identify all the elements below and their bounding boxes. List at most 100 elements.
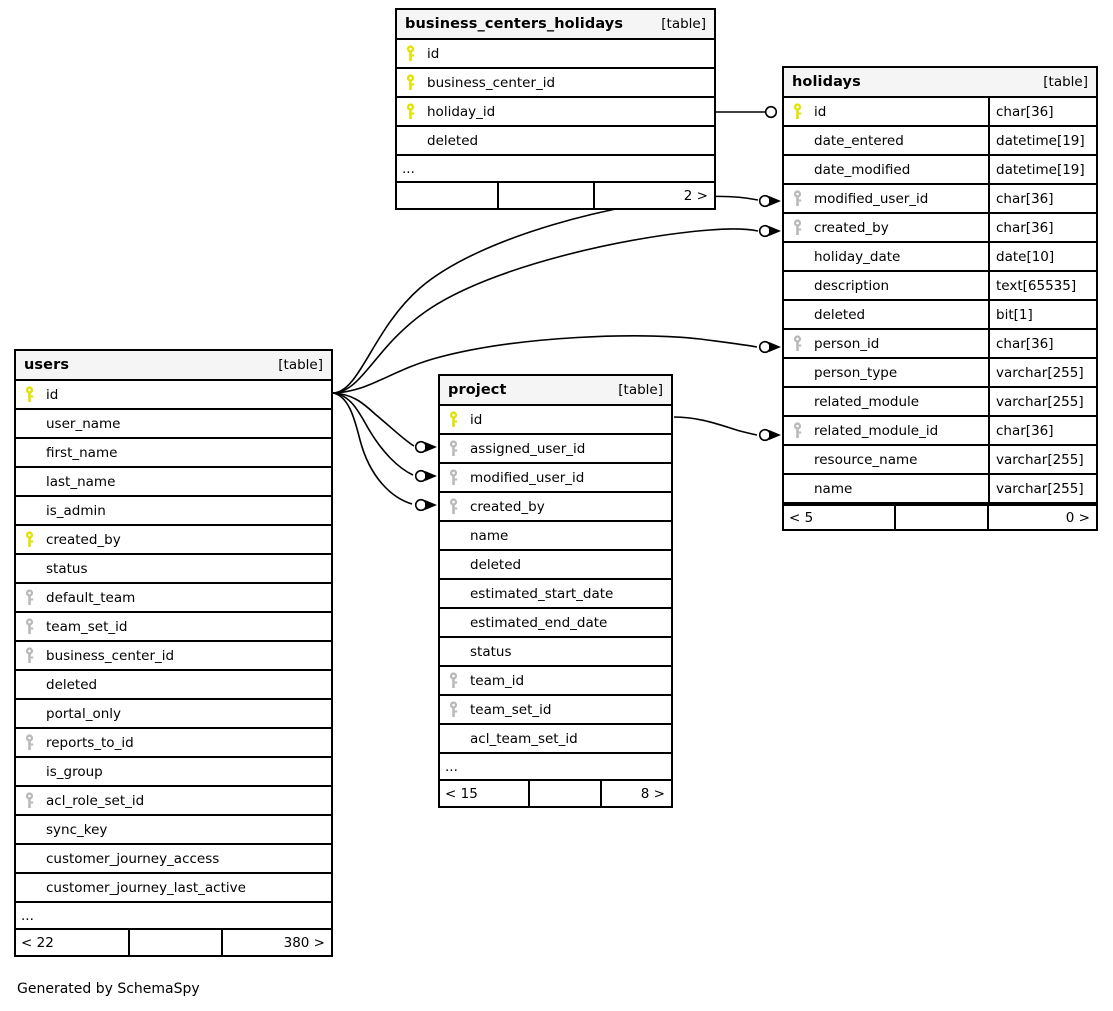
table-row[interactable]: related_module varchar[255]	[784, 388, 1096, 417]
table-row[interactable]: customer_journey_last_active	[16, 874, 331, 903]
column-name: user_name	[46, 415, 121, 432]
column-name: team_set_id	[470, 701, 552, 718]
table-row[interactable]: assigned_user_id	[440, 435, 671, 464]
table-row[interactable]: status	[16, 555, 331, 584]
column-name: modified_user_id	[470, 469, 585, 486]
column-cell: name	[440, 522, 671, 549]
table-row[interactable]: holiday_date date[10]	[784, 243, 1096, 272]
column-name: portal_only	[46, 705, 122, 722]
primary-key-icon	[405, 103, 427, 120]
table-row[interactable]: reports_to_id	[16, 729, 331, 758]
table-title: business_centers_holidays	[405, 16, 624, 32]
foreign-key-icon	[448, 469, 470, 486]
column-cell: user_name	[16, 410, 331, 437]
table-row[interactable]: last_name	[16, 468, 331, 497]
edge-users-id-to-project-created_by	[332, 392, 413, 505]
table-row[interactable]: name	[440, 522, 671, 551]
column-name: date_modified	[814, 161, 911, 178]
table-row[interactable]: deleted	[397, 127, 714, 156]
column-name: holiday_date	[814, 248, 901, 265]
table-row[interactable]: person_type varchar[255]	[784, 359, 1096, 388]
table-row[interactable]: description text[65535]	[784, 272, 1096, 301]
column-cell: id	[397, 40, 714, 67]
foreign-key-icon	[792, 190, 814, 207]
table-row[interactable]: customer_journey_access	[16, 845, 331, 874]
table-row[interactable]: id	[440, 406, 671, 435]
column-cell: assigned_user_id	[440, 435, 671, 462]
table-row[interactable]: deleted bit[1]	[784, 301, 1096, 330]
table-row[interactable]: id	[397, 40, 714, 69]
footer-child-count: 8 >	[640, 785, 665, 802]
table-row[interactable]: business_center_id	[397, 69, 714, 98]
column-cell: created_by	[16, 526, 331, 553]
column-cell: description	[784, 272, 988, 299]
column-name: acl_team_set_id	[470, 730, 578, 747]
table-row[interactable]: date_entered datetime[19]	[784, 127, 1096, 156]
edge-arrowhead	[425, 500, 437, 510]
column-cell: status	[440, 638, 671, 665]
foreign-key-icon	[448, 701, 470, 718]
edge-users-id-to-holidays-modified_user_id	[332, 195, 759, 394]
column-name: business_center_id	[46, 647, 175, 664]
table-row[interactable]: business_center_id	[16, 642, 331, 671]
table-row[interactable]: id	[16, 381, 331, 410]
column-cell: date_entered	[784, 127, 988, 154]
column-name: created_by	[46, 531, 121, 548]
column-type: char[36]	[988, 214, 1096, 241]
table-row[interactable]: estimated_end_date	[440, 609, 671, 638]
edge-users-id-to-project-modified_user_id	[332, 392, 414, 476]
column-name: id	[427, 45, 440, 62]
foreign-key-icon	[24, 589, 46, 606]
table-holidays[interactable]: holidays [table] id char[36]	[782, 66, 1098, 531]
column-name: deleted	[814, 306, 866, 323]
table-title: holidays	[792, 74, 861, 90]
table-row[interactable]: default_team	[16, 584, 331, 613]
table-row[interactable]: portal_only	[16, 700, 331, 729]
table-row[interactable]: created_by char[36]	[784, 214, 1096, 243]
table-row[interactable]: acl_role_set_id	[16, 787, 331, 816]
table-row[interactable]: date_modified datetime[19]	[784, 156, 1096, 185]
footer-child-count: 0 >	[1065, 509, 1090, 526]
table-row[interactable]: is_group	[16, 758, 331, 787]
column-name: estimated_end_date	[470, 614, 608, 631]
table-kind-label: [table]	[661, 16, 706, 32]
table-row[interactable]: resource_name varchar[255]	[784, 446, 1096, 475]
table-row[interactable]: person_id char[36]	[784, 330, 1096, 359]
table-row[interactable]: deleted	[440, 551, 671, 580]
table-project[interactable]: project [table] id	[438, 374, 673, 808]
table-row[interactable]: status	[440, 638, 671, 667]
table-row[interactable]: is_admin	[16, 497, 331, 526]
table-row[interactable]: first_name	[16, 439, 331, 468]
table-row[interactable]: created_by	[440, 493, 671, 522]
table-users[interactable]: users [table] id user_name	[14, 349, 333, 957]
table-row[interactable]: team_set_id	[440, 696, 671, 725]
column-name: id	[814, 103, 827, 120]
table-row[interactable]: estimated_start_date	[440, 580, 671, 609]
table-business_centers_holidays[interactable]: business_centers_holidays [table] id	[395, 8, 716, 210]
table-row[interactable]: modified_user_id	[440, 464, 671, 493]
table-row[interactable]: related_module_id char[36]	[784, 417, 1096, 446]
table-row[interactable]: modified_user_id char[36]	[784, 185, 1096, 214]
table-row[interactable]: team_set_id	[16, 613, 331, 642]
table-row[interactable]: user_name	[16, 410, 331, 439]
column-cell: customer_journey_last_active	[16, 874, 331, 901]
column-cell: person_type	[784, 359, 988, 386]
column-name: business_center_id	[427, 74, 556, 91]
column-name: status	[470, 643, 512, 660]
table-title: users	[24, 357, 70, 373]
column-name: person_id	[814, 335, 880, 352]
table-row[interactable]: name varchar[255]	[784, 475, 1096, 504]
table-row[interactable]: acl_team_set_id	[440, 725, 671, 754]
column-cell: related_module_id	[784, 417, 988, 444]
table-row[interactable]: id char[36]	[784, 98, 1096, 127]
footer-middle	[894, 506, 989, 529]
table-row[interactable]: team_id	[440, 667, 671, 696]
column-cell: deleted	[440, 551, 671, 578]
table-row[interactable]: sync_key	[16, 816, 331, 845]
table-row[interactable]: created_by	[16, 526, 331, 555]
table-row[interactable]: holiday_id	[397, 98, 714, 127]
table-row[interactable]: deleted	[16, 671, 331, 700]
column-cell: date_modified	[784, 156, 988, 183]
edge-users-id-to-holidays-created_by	[332, 228, 759, 394]
foreign-key-icon	[792, 335, 814, 352]
